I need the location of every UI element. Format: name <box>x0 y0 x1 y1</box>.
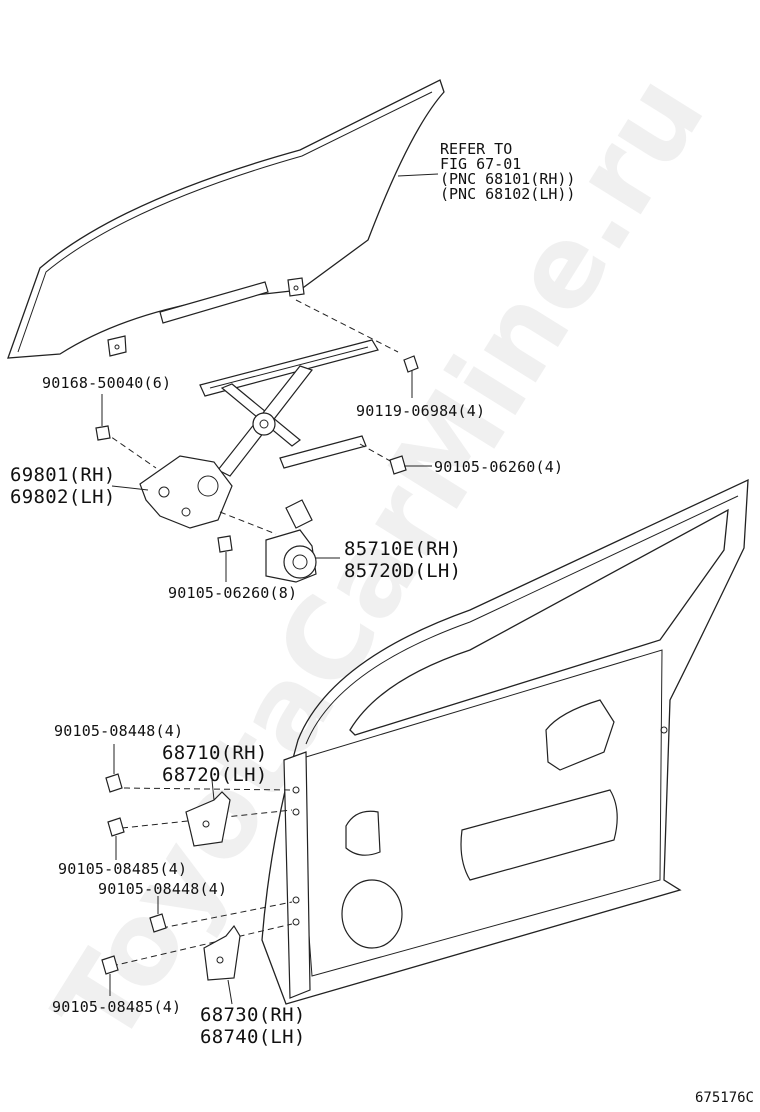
label-85710e-rh: 85710E(RH) <box>344 538 462 560</box>
label-90105-06260-8: 90105-06260(8) <box>168 584 298 602</box>
window-motor <box>265 499 340 583</box>
label-90105-08448-upper: 90105-08448(4) <box>54 722 184 740</box>
refer-line-4: (PNC 68102(LH)) <box>440 185 576 203</box>
dash-lower-hinge-b <box>111 923 293 967</box>
bolt-icon-90168 <box>95 394 111 441</box>
label-68730-rh: 68730(RH) <box>200 1004 306 1026</box>
label-68720-lh: 68720(LH) <box>162 764 268 786</box>
front-door <box>261 478 749 1005</box>
label-90105-08448-lower: 90105-08448(4) <box>98 880 228 898</box>
label-69802-lh: 69802(LH) <box>10 486 116 508</box>
label-90168-50040: 90168-50040(6) <box>42 374 172 392</box>
bolt-icon-08448-lower <box>149 896 167 933</box>
leader-regulator <box>111 485 149 491</box>
dash-upper-hinge-a <box>123 787 291 791</box>
window-regulator <box>139 339 379 529</box>
label-90119-06984: 90119-06984(4) <box>356 402 486 420</box>
dash-bolt-90168 <box>103 431 157 469</box>
label-69801-rh: 69801(RH) <box>10 464 116 486</box>
door-glass <box>7 79 445 359</box>
upper-hinge <box>185 779 231 847</box>
label-68740-lh: 68740(LH) <box>200 1026 306 1048</box>
label-85720d-lh: 85720D(LH) <box>344 560 462 582</box>
lower-hinge <box>203 924 241 1005</box>
bolt-icon-90105-06260-8 <box>217 535 233 582</box>
dash-regulator-motor <box>219 511 277 535</box>
bolt-icon-90105-06260-4 <box>389 455 432 475</box>
refer-line-3: (PNC 68101(RH)) <box>440 170 576 188</box>
bolt-icon-08485-lower <box>101 955 119 996</box>
bolt-icon-90119 <box>403 355 419 398</box>
refer-line-1: REFER TO <box>440 140 513 158</box>
leader-refer <box>397 173 439 177</box>
bolt-icon-08448-upper <box>105 744 123 793</box>
refer-line-2: FIG 67-01 <box>440 155 522 173</box>
bolt-icon-08485-upper <box>107 817 125 860</box>
label-90105-06260-4: 90105-06260(4) <box>434 458 564 476</box>
label-90105-08485-lower: 90105-08485(4) <box>52 998 182 1016</box>
label-90105-08485-upper: 90105-08485(4) <box>58 860 188 878</box>
dash-lower-hinge-a <box>161 901 293 929</box>
dash-bolt-90105-4 <box>359 443 393 463</box>
dash-glass-bolt <box>295 299 399 353</box>
figure-code: 675176C <box>694 1090 754 1106</box>
refer-note: REFER TO FIG 67-01 (PNC 68101(RH)) (PNC … <box>440 142 575 202</box>
label-68710-rh: 68710(RH) <box>162 742 268 764</box>
